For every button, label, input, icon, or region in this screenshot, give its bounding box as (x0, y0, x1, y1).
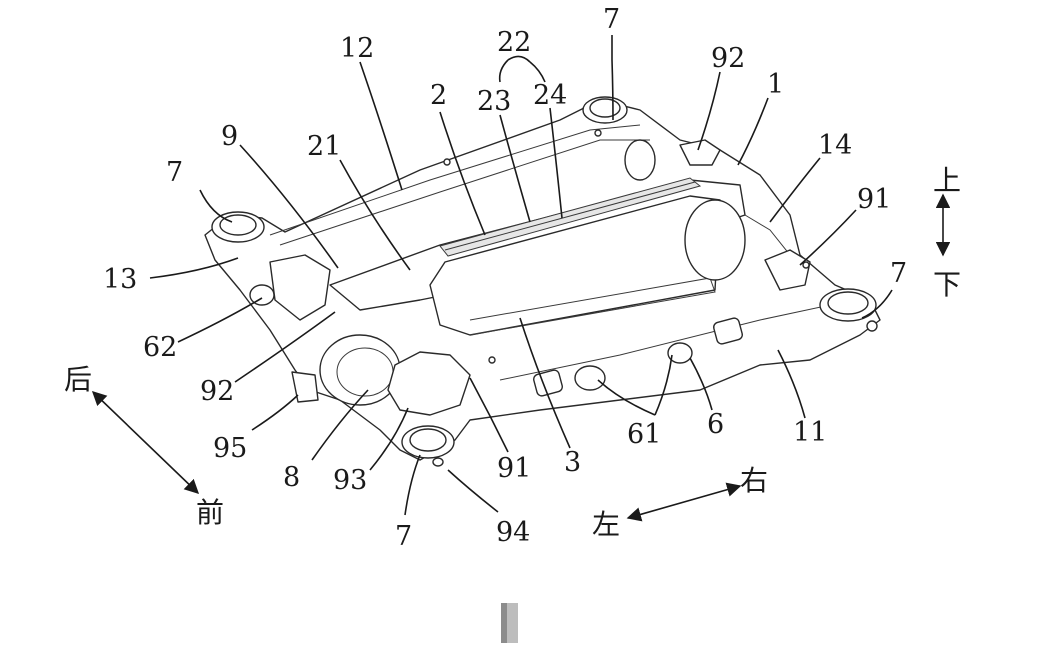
label-7-top: 7 (603, 4, 620, 35)
opening-8 (319, 334, 401, 406)
lower-beam-3 (469, 277, 716, 336)
label-8: 8 (283, 462, 300, 493)
label-left: 左 (592, 508, 620, 541)
bracket-93 (387, 351, 471, 416)
subframe-drawing (204, 96, 881, 467)
label-7-right: 7 (890, 258, 907, 289)
rail-22 (439, 177, 702, 257)
label-61: 61 (627, 419, 661, 450)
hole-61-right (667, 342, 693, 364)
label-6: 6 (707, 409, 724, 440)
label-7-bottom: 7 (395, 521, 412, 552)
label-22: 22 (497, 27, 531, 58)
label-95: 95 (213, 433, 247, 464)
label-62: 62 (143, 332, 177, 363)
label-down: 下 (933, 268, 961, 301)
label-rear: 后 (64, 363, 92, 396)
opening-right (684, 199, 746, 281)
label-92-top: 92 (711, 43, 745, 74)
label-right: 右 (740, 464, 768, 497)
leader-lines (149, 35, 893, 516)
label-21: 21 (307, 131, 341, 162)
label-93: 93 (333, 465, 367, 496)
reference-numerals: 12 22 7 92 1 2 23 24 9 21 14 7 91 13 7 6… (103, 4, 907, 552)
direction-labels: 上 下 后 前 左 右 (64, 164, 961, 541)
label-3: 3 (564, 447, 581, 478)
direction-arrows (91, 193, 951, 522)
opening-rear-right (624, 139, 656, 181)
label-23: 23 (477, 86, 511, 117)
label-94: 94 (496, 517, 530, 548)
label-9: 9 (221, 121, 238, 152)
rear-front-arrow (91, 391, 200, 494)
label-7-left: 7 (166, 157, 183, 188)
slot-right (713, 317, 743, 345)
label-92-left: 92 (200, 376, 234, 407)
hole-61-left (574, 365, 606, 391)
label-2: 2 (430, 80, 447, 111)
label-13: 13 (103, 264, 137, 295)
label-up: 上 (933, 164, 961, 197)
label-91-right: 91 (857, 184, 891, 215)
bracket-91-right (764, 249, 811, 291)
label-12: 12 (340, 33, 374, 64)
label-14: 14 (818, 130, 852, 161)
bracket-9 (269, 254, 331, 321)
label-91-bottom: 91 (497, 453, 531, 484)
rear-cross-member (269, 124, 641, 236)
label-11: 11 (793, 417, 827, 448)
left-right-arrow (626, 482, 742, 522)
bracket-95 (291, 371, 319, 403)
label-front: 前 (196, 496, 224, 529)
label-1: 1 (767, 69, 784, 100)
label-24: 24 (533, 80, 567, 111)
